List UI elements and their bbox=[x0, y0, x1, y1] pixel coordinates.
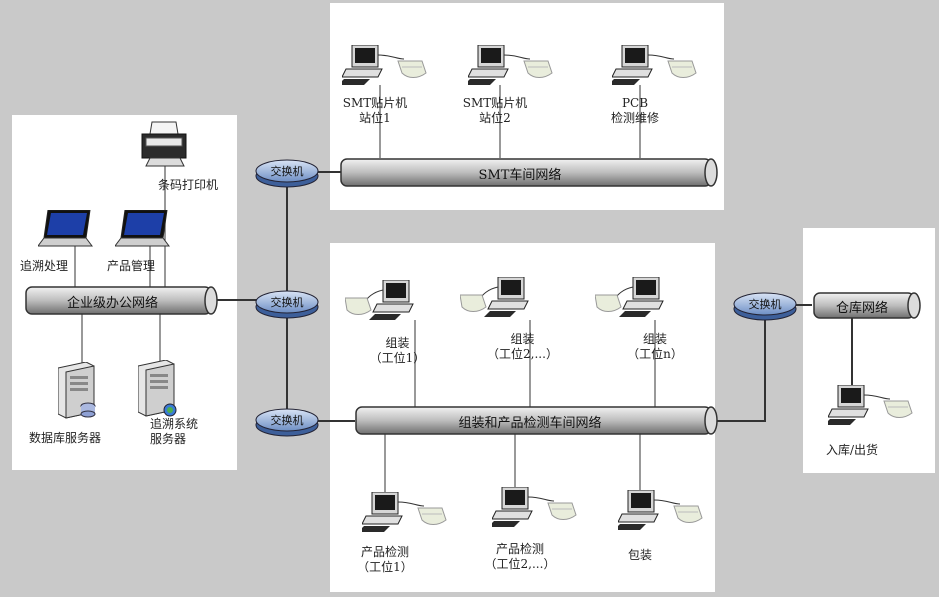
node-text: 组装 （工位1） bbox=[369, 336, 426, 365]
workstation-icon bbox=[342, 45, 427, 86]
switch-icon bbox=[255, 159, 319, 188]
node-label-product-mgmt: 产品管理 bbox=[107, 259, 156, 273]
node-label-inout: 入库/出货 bbox=[825, 443, 879, 457]
laptop-icon bbox=[38, 210, 93, 247]
workstation-icon bbox=[345, 280, 414, 321]
switch-icon bbox=[733, 292, 797, 321]
assembly-network-bus bbox=[355, 406, 718, 435]
switch-icon bbox=[255, 408, 319, 437]
node-text: SMT贴片机 站位2 bbox=[462, 96, 528, 125]
barcode-printer-icon bbox=[141, 121, 187, 167]
node-text: 追溯系统 服务器 bbox=[150, 417, 199, 446]
workstation-icon bbox=[362, 492, 447, 533]
smt-network-bus bbox=[340, 158, 718, 187]
warehouse-panel bbox=[803, 228, 935, 473]
node-label-asmn: 组装 （工位n） bbox=[615, 332, 695, 362]
node-label-asm2: 组装 （工位2,...） bbox=[475, 332, 570, 362]
workstation-icon bbox=[618, 490, 703, 531]
switch-label-warehouse: 交换机 bbox=[748, 298, 782, 311]
node-label-db-server: 数据库服务器 bbox=[28, 431, 101, 445]
workstation-icon bbox=[828, 385, 913, 426]
office-network-bus bbox=[25, 286, 218, 315]
node-text: 产品检测 （工位1） bbox=[357, 545, 413, 574]
switch-label-office: 交换机 bbox=[270, 296, 304, 309]
node-label-trace-server: 追溯系统 服务器 bbox=[150, 417, 230, 447]
node-text: SMT贴片机 站位1 bbox=[342, 96, 408, 125]
node-label-printer: 条码打印机 bbox=[158, 178, 219, 192]
node-label-asm1: 组装 （工位1） bbox=[360, 336, 435, 366]
node-label-packing: 包装 bbox=[627, 548, 652, 562]
office-network-label: 企业级办公网络 bbox=[66, 296, 158, 311]
smt-network-label: SMT车间网络 bbox=[478, 168, 562, 183]
workstation-icon bbox=[460, 277, 529, 318]
node-label-trace: 追溯处理 bbox=[20, 259, 69, 273]
laptop-icon bbox=[115, 210, 170, 247]
database-server-icon bbox=[58, 362, 96, 419]
workstation-icon bbox=[492, 487, 577, 528]
node-label-smt2: SMT贴片机 站位2 bbox=[445, 96, 545, 126]
node-label-pcb: PCB 检测维修 bbox=[585, 96, 685, 126]
switch-icon bbox=[255, 290, 319, 319]
switch-label-assembly: 交换机 bbox=[270, 414, 304, 427]
node-label-inspect2: 产品检测 （工位2,...） bbox=[470, 542, 570, 572]
node-text: PCB 检测维修 bbox=[610, 96, 659, 125]
node-label-inspect1: 产品检测 （工位1） bbox=[340, 545, 430, 575]
assembly-network-label: 组装和产品检测车间网络 bbox=[458, 416, 602, 431]
workstation-icon bbox=[595, 277, 664, 318]
workstation-icon bbox=[468, 45, 553, 86]
node-label-smt1: SMT贴片机 站位1 bbox=[325, 96, 425, 126]
node-text: 组装 （工位n） bbox=[627, 332, 683, 361]
switch-label-smt: 交换机 bbox=[270, 165, 304, 178]
warehouse-network-bus bbox=[813, 292, 921, 319]
node-text: 组装 （工位2,...） bbox=[487, 332, 558, 361]
trace-server-icon bbox=[138, 360, 177, 417]
node-text: 产品检测 （工位2,...） bbox=[484, 542, 556, 571]
warehouse-network-label: 仓库网络 bbox=[835, 301, 888, 316]
